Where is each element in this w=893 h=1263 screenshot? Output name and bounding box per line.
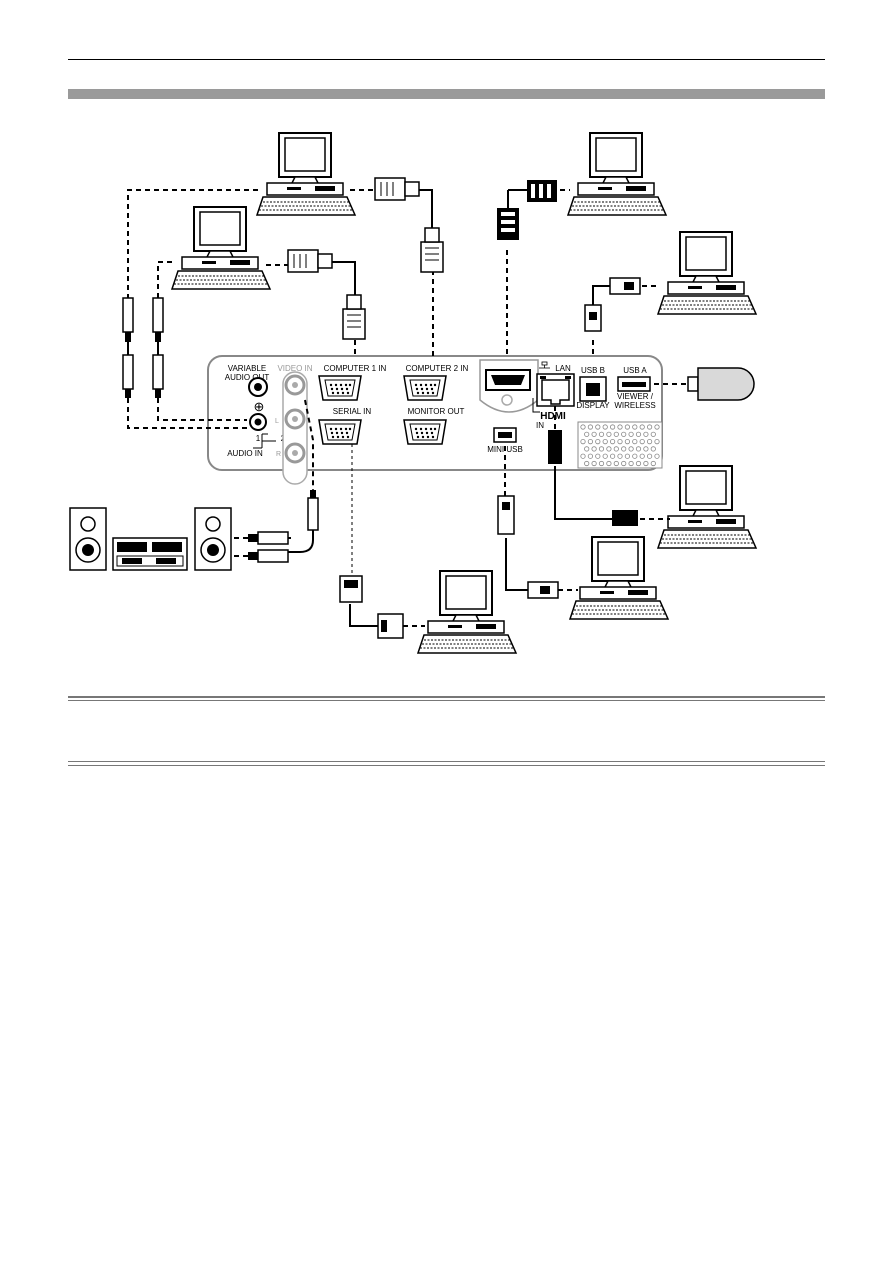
- audio-plug-left-1: [122, 297, 134, 398]
- label-hdmi: HDMI: [540, 411, 566, 422]
- lan-port: [536, 373, 575, 407]
- label-lan: LAN: [555, 364, 571, 373]
- usb-plug-mini: [497, 495, 515, 535]
- serial-in-port: [318, 419, 362, 445]
- label-audio-in: AUDIO IN: [227, 449, 263, 458]
- note-rule-bottom-2: [68, 765, 825, 766]
- dsub-connector-1: [374, 177, 420, 201]
- lan-icon: [539, 361, 550, 369]
- serial-connector-1: [339, 575, 363, 603]
- label-variable-audio-out-2: AUDIO OUT: [225, 373, 270, 382]
- dsub-connector-4: [342, 294, 366, 340]
- label-serial-in: SERIAL IN: [333, 407, 372, 416]
- lan-plug-2: [612, 510, 638, 526]
- note-rule-bottom-1: [68, 761, 825, 762]
- computer-right-lan: [657, 465, 757, 549]
- monitor-out-port: [403, 419, 447, 445]
- label-usb-a: USB A: [623, 366, 647, 375]
- label-plus: ⊕: [254, 399, 265, 414]
- hdmi-plug-vertical: [497, 208, 519, 240]
- hdmi-plug-horizontal: [527, 180, 557, 202]
- usb-plug-mini-pc: [527, 581, 559, 599]
- label-variable-audio-out-1: VARIABLE: [228, 364, 267, 373]
- label-video-in: VIDEO IN: [277, 364, 312, 373]
- note-rule-top-2: [68, 700, 825, 701]
- label-r: R: [276, 451, 281, 458]
- label-viewer-wireless-2: WIRELESS: [614, 401, 655, 410]
- serial-connector-2: [377, 613, 404, 639]
- section-bar: [68, 89, 825, 99]
- wireless-dongle: [687, 367, 755, 401]
- stereo-system: [69, 507, 232, 571]
- label-viewer-wireless-1: VIEWER /: [617, 392, 654, 401]
- computer1-in-port: [318, 375, 362, 401]
- label-computer2-in: COMPUTER 2 IN: [406, 364, 469, 373]
- vent-grid: [577, 421, 663, 469]
- usb-plug-a-pc: [609, 277, 641, 295]
- computer-top-center: [256, 132, 356, 216]
- lan-plug-1: [548, 430, 562, 464]
- audio-plug-out: [307, 490, 319, 531]
- computer-serial: [417, 570, 517, 654]
- label-l: L: [275, 418, 279, 425]
- note-rule-top-1: [68, 696, 825, 698]
- dsub-connector-2: [420, 227, 444, 273]
- audio-plug-left-2: [152, 297, 164, 398]
- label-audio-in-1: 1: [256, 434, 261, 443]
- computer-top-right: [567, 132, 667, 216]
- dsub-connector-3: [287, 249, 333, 273]
- label-computer1-in: COMPUTER 1 IN: [324, 364, 387, 373]
- label-monitor-out: MONITOR OUT: [408, 407, 465, 416]
- header-rule: [68, 59, 825, 60]
- hdmi-port: [479, 359, 540, 413]
- computer-mini-usb: [569, 536, 669, 620]
- video-rca-block: [282, 371, 308, 485]
- label-hdmi-in: IN: [536, 421, 544, 430]
- label-display: DISPLAY: [576, 401, 610, 410]
- rca-plugs: [248, 531, 289, 563]
- computer-right-usb: [657, 231, 757, 315]
- computer2-in-port: [403, 375, 447, 401]
- connection-diagram: VARIABLE AUDIO OUT VIDEO IN COMPUTER 1 I…: [69, 132, 757, 654]
- label-usb-b: USB B: [581, 366, 605, 375]
- computer-top-left: [171, 206, 271, 290]
- usb-plug-b: [584, 304, 602, 332]
